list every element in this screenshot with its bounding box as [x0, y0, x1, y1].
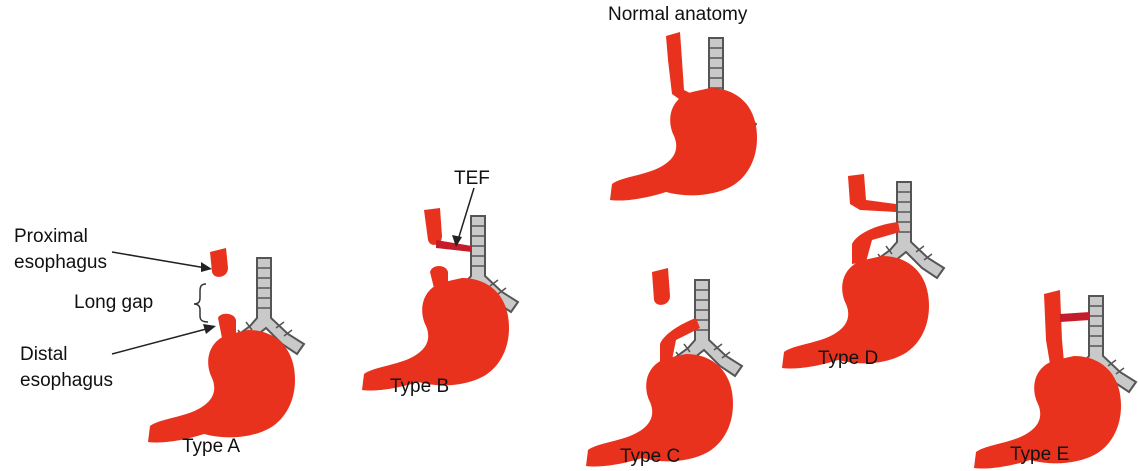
type-e-esophagus: [1044, 290, 1064, 364]
normal-stomach: [610, 88, 757, 201]
type-c-label: Type C: [620, 446, 680, 468]
normal-anatomy-label: Normal anatomy: [608, 4, 747, 26]
type-b-upper-esophagus: [424, 208, 442, 245]
proximal-esophagus-label-line1: Proximal: [14, 226, 88, 248]
long-gap-label: Long gap: [74, 292, 153, 314]
distal-esophagus-label-line2: esophagus: [20, 370, 113, 392]
type-a-proximal-esophagus: [210, 248, 228, 277]
long-gap-brace: [194, 284, 208, 322]
type-c-illustration: [586, 268, 742, 467]
proximal-esophagus-arrow: [112, 252, 212, 272]
normal-anatomy-illustration: [610, 32, 757, 201]
distal-esophagus-label-line1: Distal: [20, 344, 68, 366]
proximal-esophagus-label-line2: esophagus: [14, 252, 107, 274]
type-a-label: Type A: [182, 436, 240, 458]
type-e-label: Type E: [1010, 444, 1069, 466]
type-b-illustration: [362, 188, 518, 391]
tef-label: TEF: [454, 168, 490, 190]
type-b-stomach: [362, 278, 509, 391]
type-c-upper-pouch: [652, 268, 670, 305]
type-e-illustration: [974, 290, 1136, 469]
type-e-h-fistula: [1060, 312, 1090, 322]
type-b-label: Type B: [390, 376, 449, 398]
type-b-fistula: [436, 240, 472, 252]
type-a-illustration: [112, 248, 304, 443]
type-d-label: Type D: [818, 348, 878, 370]
distal-esophagus-arrow: [112, 324, 216, 354]
type-d-upper-esophagus: [848, 174, 896, 212]
type-d-illustration: [782, 174, 944, 369]
type-a-stomach: [148, 330, 295, 443]
